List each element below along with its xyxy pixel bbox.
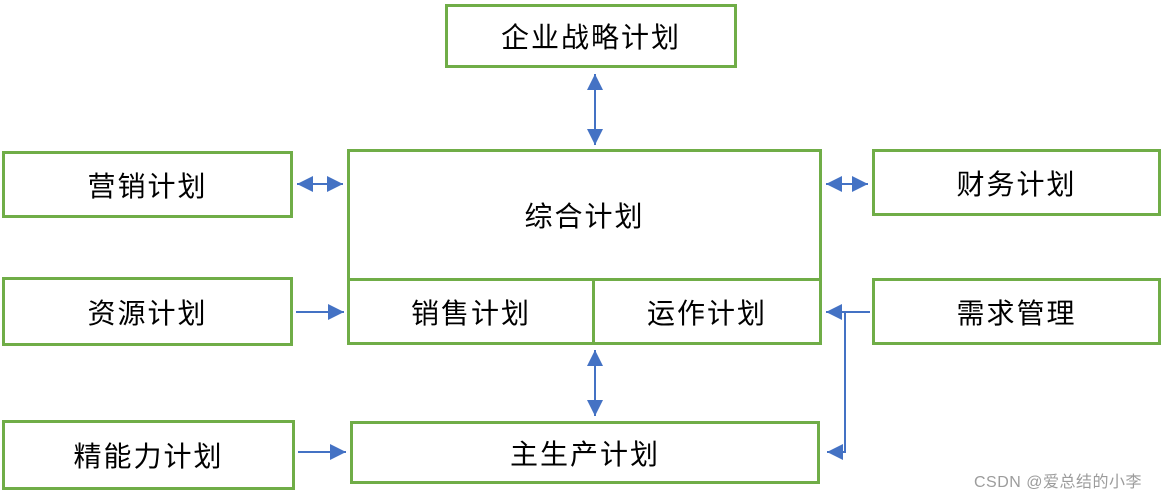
box-master-production-plan: 主生产计划 <box>350 421 820 484</box>
box-sales-plan: 销售计划 <box>350 281 595 342</box>
box-resource-plan: 资源计划 <box>2 277 293 346</box>
box-capacity-plan-label: 精能力计划 <box>73 441 224 472</box>
box-finance-plan: 财务计划 <box>872 149 1161 216</box>
box-operation-plan-label: 运作计划 <box>646 297 767 329</box>
box-aggregate-plan-label: 综合计划 <box>524 201 645 232</box>
aggregate-sub-row: 销售计划 运作计划 <box>350 281 819 342</box>
csdn-watermark: CSDN @爱总结的小李 <box>973 474 1142 491</box>
box-finance-plan-label: 财务计划 <box>956 168 1077 200</box>
box-strategic-plan-label: 企业战略计划 <box>500 22 681 53</box>
arrow-demand-mps <box>827 312 846 460</box>
box-sales-plan-label: 销售计划 <box>410 297 531 329</box>
box-strategic-plan: 企业战略计划 <box>445 4 737 68</box>
box-demand-management: 需求管理 <box>872 278 1161 345</box>
box-aggregate-plan: 综合计划 <box>350 152 819 281</box>
box-operation-plan: 运作计划 <box>595 281 819 342</box>
box-demand-management-label: 需求管理 <box>956 297 1077 329</box>
box-aggregate-plan-group: 综合计划 销售计划 运作计划 <box>347 149 822 345</box>
box-marketing-plan: 营销计划 <box>2 151 293 218</box>
box-marketing-plan-label: 营销计划 <box>87 170 208 202</box>
box-resource-plan-label: 资源计划 <box>87 297 208 329</box>
box-capacity-plan: 精能力计划 <box>2 420 295 490</box>
box-master-production-plan-label: 主生产计划 <box>509 438 660 470</box>
